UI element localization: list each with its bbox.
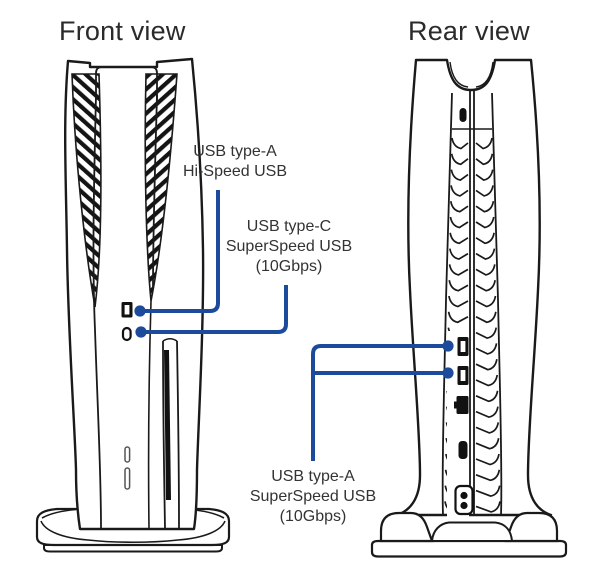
rear-usb-a-port-1-icon xyxy=(457,337,469,356)
label-front-usb-a: USB type-A Hi-Speed USB xyxy=(145,142,325,182)
callout-rear-usb-a-lines xyxy=(311,340,454,461)
label-line: (10Gbps) xyxy=(279,508,347,525)
callout-dot-front-usb-a xyxy=(134,305,146,317)
label-line: SuperSpeed USB xyxy=(225,238,353,255)
label-line: (10Gbps) xyxy=(255,258,323,275)
front-eject-button-icon xyxy=(124,467,131,490)
front-disc-slot xyxy=(164,350,171,500)
rear-console-drawing xyxy=(370,58,568,558)
label-line: USB type-A xyxy=(193,143,277,160)
rear-power-inlet-icon xyxy=(454,484,474,516)
callout-dot-rear-usb-2 xyxy=(442,367,454,379)
callout-front-usb-c-line xyxy=(135,285,288,338)
front-power-button-icon xyxy=(124,446,131,463)
rear-usb-a-port-2-icon xyxy=(457,366,469,385)
front-usb-a-port-icon xyxy=(121,302,133,318)
label-line: USB type-A xyxy=(271,468,355,485)
rear-top-port-icon xyxy=(459,108,467,122)
front-usb-c-port-icon xyxy=(121,326,132,342)
callout-dot-front-usb-c xyxy=(135,326,147,338)
rear-view-title: Rear view xyxy=(408,16,530,46)
front-view-title: Front view xyxy=(59,16,186,46)
rear-stand-feet xyxy=(379,511,559,543)
label-line: Hi-Speed USB xyxy=(182,163,288,180)
rear-lan-port-icon xyxy=(454,396,469,414)
rear-hdmi-port-icon xyxy=(458,441,468,459)
label-line: SuperSpeed USB xyxy=(249,488,377,505)
callout-front-usb-a-line xyxy=(134,190,220,317)
front-disc-drive xyxy=(162,337,180,529)
front-console-drawing xyxy=(35,57,231,553)
rear-stand-slab xyxy=(370,539,568,558)
callout-dot-rear-usb-1 xyxy=(442,340,454,352)
label-front-usb-c: USB type-C SuperSpeed USB (10Gbps) xyxy=(199,217,379,277)
label-rear-usb-a: USB type-A SuperSpeed USB (10Gbps) xyxy=(223,467,403,527)
label-line: USB type-C xyxy=(246,218,332,235)
